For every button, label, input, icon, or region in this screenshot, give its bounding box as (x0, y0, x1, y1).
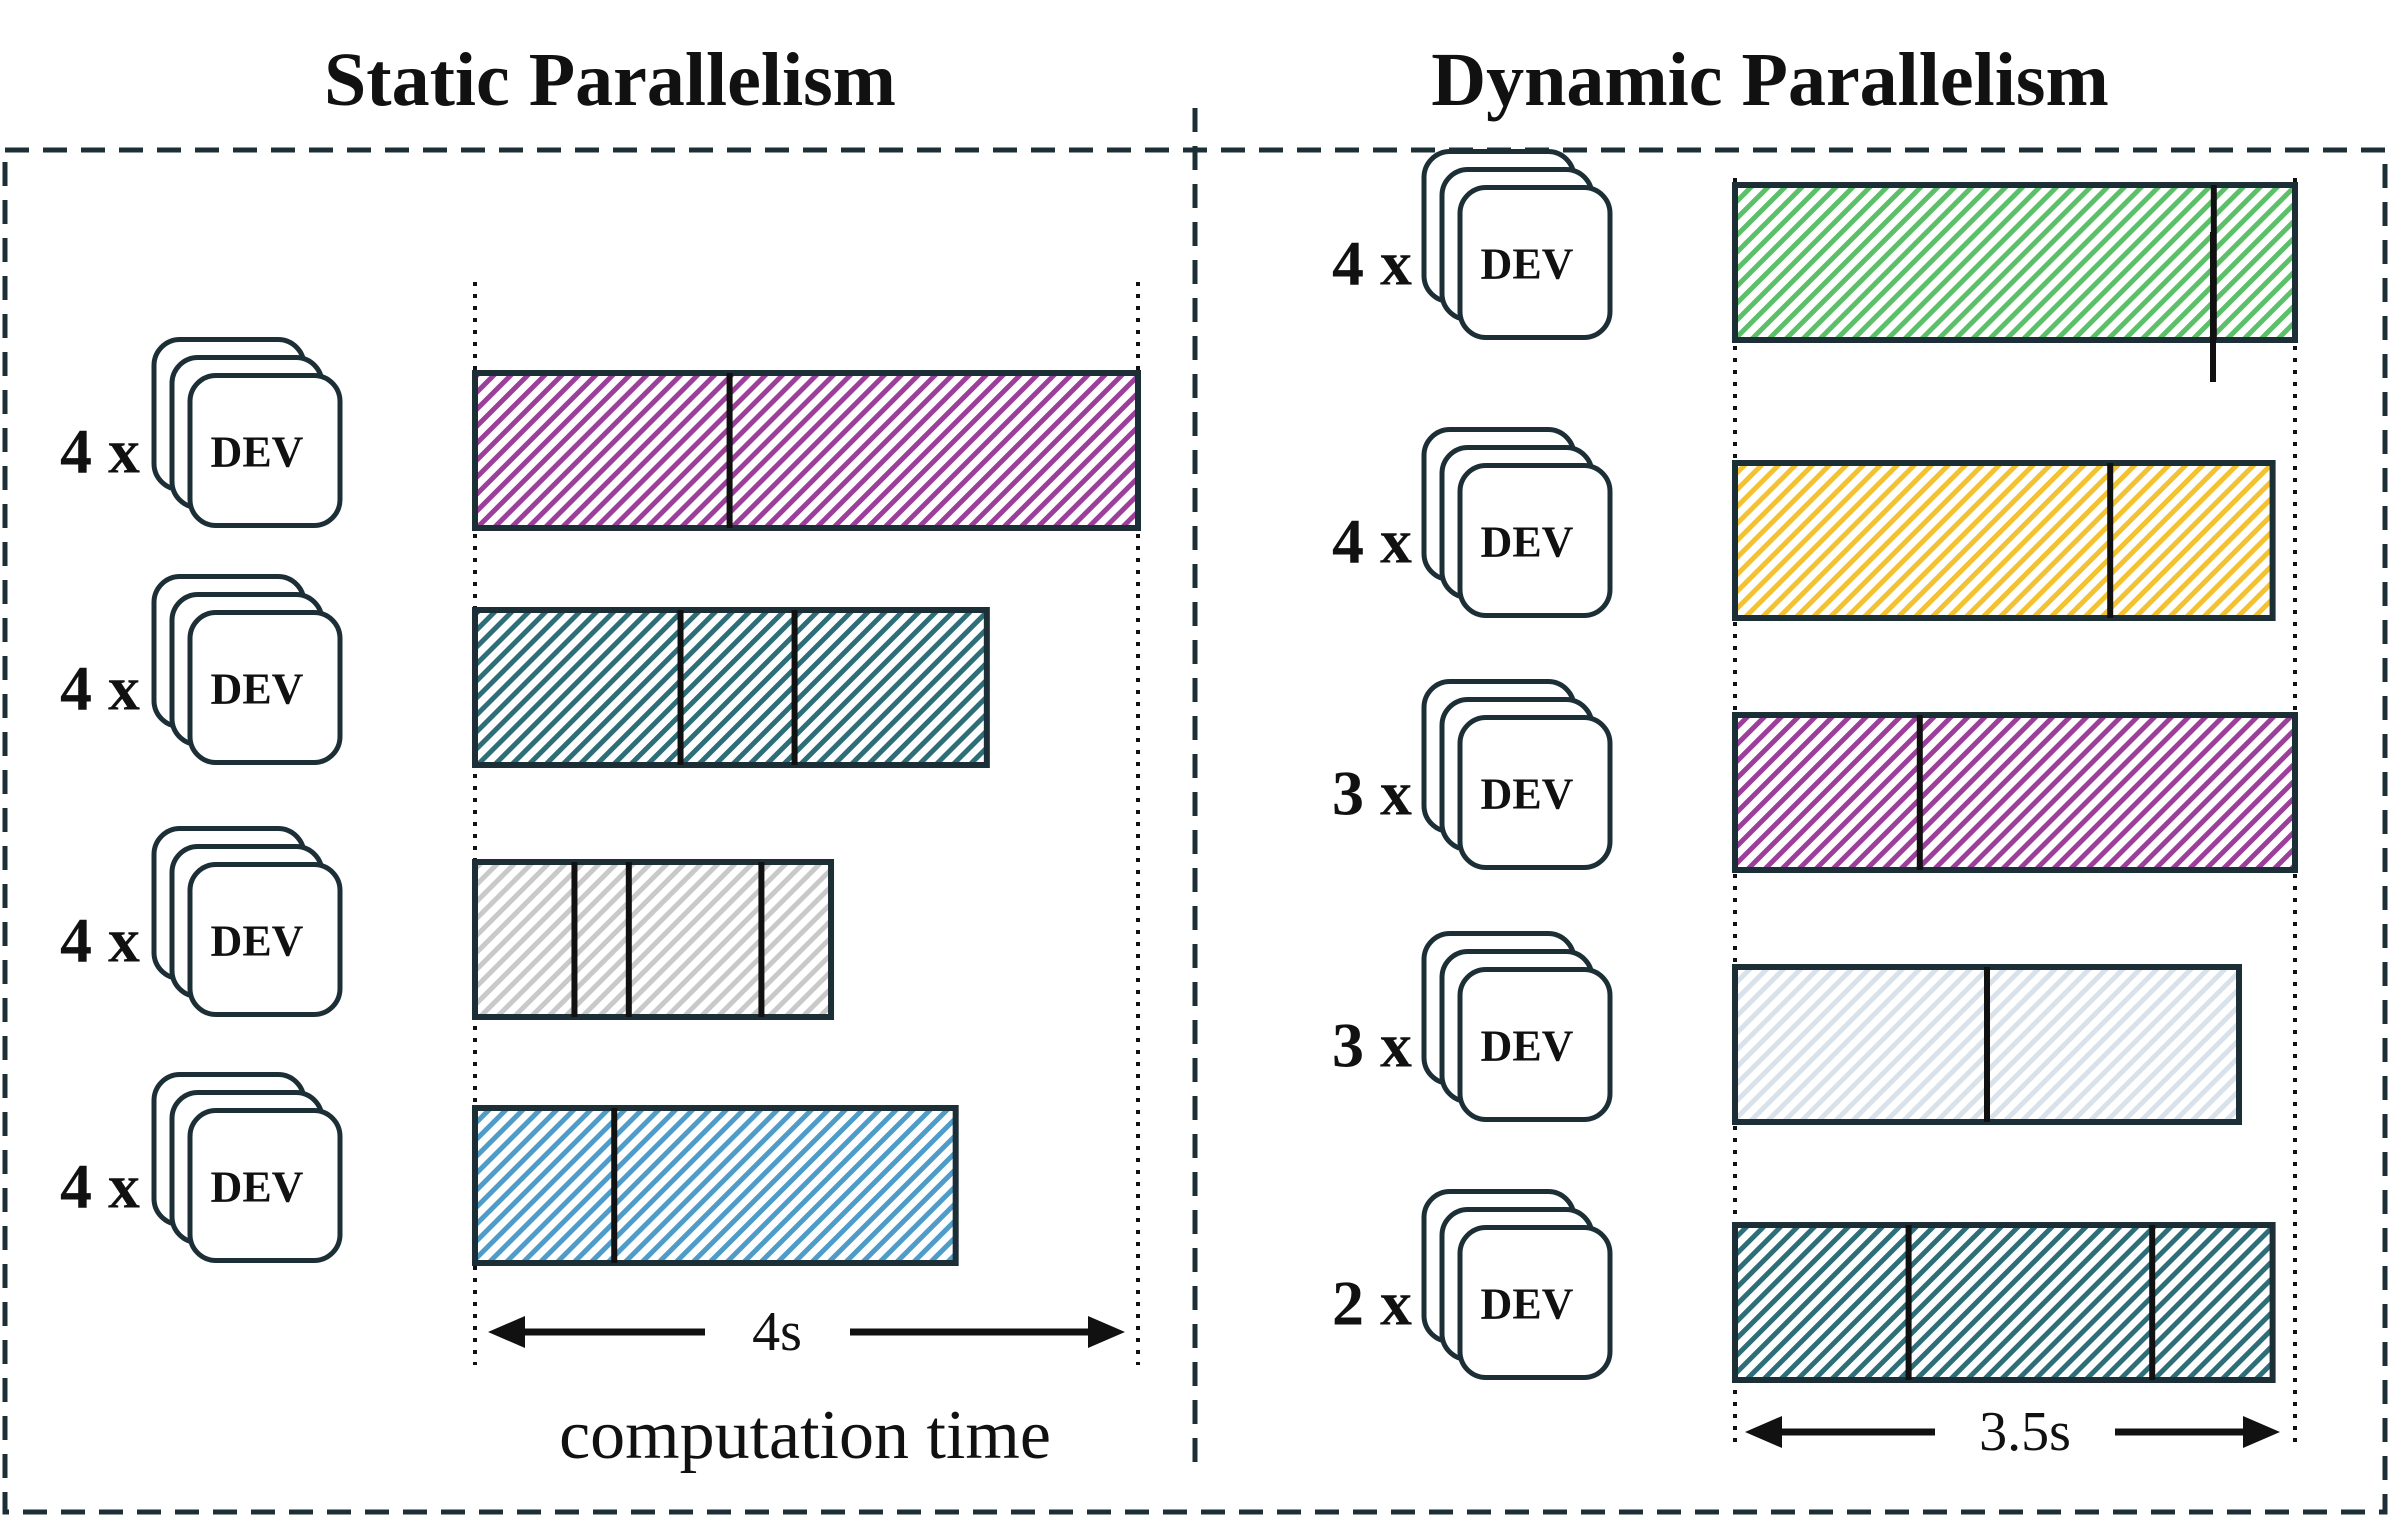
device-count-label: 4 x (60, 905, 140, 976)
computation-time-caption: computation time (559, 1397, 1051, 1474)
dynamic-time-arrow (1745, 1416, 2280, 1448)
computation-bar (472, 1105, 959, 1266)
computation-bar (1732, 1222, 2276, 1383)
computation-bar (1732, 964, 2242, 1125)
device-count-label: 4 x (60, 1151, 140, 1222)
device-stack-icon: DEV (151, 337, 343, 528)
panel-2-row-2: 4 x DEV (1332, 427, 2276, 621)
bar-fill (472, 370, 1141, 531)
bar-fill (472, 1105, 959, 1266)
static-time-label: 4s (752, 1301, 802, 1363)
static-panel-title: Static Parallelism (324, 38, 896, 122)
bar-fill (1732, 1222, 2276, 1383)
device-label: DEV (1481, 1022, 1574, 1071)
device-stack-icon: DEV (1421, 679, 1613, 870)
computation-bar (1732, 712, 2298, 873)
dynamic-time-label: 3.5s (1979, 1401, 2071, 1463)
device-count-label: 4 x (60, 416, 140, 487)
device-count-label: 3 x (1332, 1010, 1412, 1081)
computation-bar (472, 607, 990, 768)
bar-fill (472, 607, 990, 768)
device-stack-icon: DEV (1421, 427, 1613, 618)
device-stack-icon: DEV (151, 574, 343, 765)
panel-1-row-3: 4 x DEV (60, 826, 835, 1020)
device-stack-icon: DEV (1421, 931, 1613, 1122)
device-stack-icon: DEV (151, 826, 343, 1017)
panel-2-row-1: 4 x DEV (1332, 149, 2298, 343)
computation-bar (1732, 460, 2276, 621)
device-label: DEV (211, 1163, 304, 1212)
device-count-label: 4 x (60, 653, 140, 724)
device-count-label: 4 x (1332, 506, 1412, 577)
computation-bar (472, 859, 835, 1020)
device-count-label: 3 x (1332, 758, 1412, 829)
bar-fill (1732, 460, 2276, 621)
bar-fill (1732, 712, 2298, 873)
dynamic-panel-title: Dynamic Parallelism (1431, 38, 2109, 122)
device-stack-icon: DEV (151, 1072, 343, 1263)
device-label: DEV (1481, 1280, 1574, 1329)
device-label: DEV (1481, 240, 1574, 289)
computation-bar (472, 370, 1141, 531)
panel-1-row-1: 4 x DEV (60, 337, 1141, 531)
device-label: DEV (211, 665, 304, 714)
panel-2-row-3: 3 x DEV (1332, 679, 2298, 873)
device-count-label: 2 x (1332, 1268, 1412, 1339)
bar-fill (1732, 182, 2298, 343)
device-label: DEV (1481, 518, 1574, 567)
computation-bar (1732, 182, 2298, 343)
device-count-label: 4 x (1332, 228, 1412, 299)
panel-2-row-5: 2 x DEV (1332, 1189, 2276, 1383)
panel-2-row-4: 3 x DEV (1332, 931, 2242, 1125)
device-label: DEV (211, 428, 304, 477)
static-time-arrow (488, 1316, 1125, 1348)
bar-fill (472, 859, 835, 1020)
device-stack-icon: DEV (1421, 1189, 1613, 1380)
device-label: DEV (1481, 770, 1574, 819)
device-stack-icon: DEV (1421, 149, 1613, 340)
panel-1-row-4: 4 x DEV (60, 1072, 959, 1266)
device-label: DEV (211, 917, 304, 966)
panel-1-row-2: 4 x DEV (60, 574, 990, 768)
